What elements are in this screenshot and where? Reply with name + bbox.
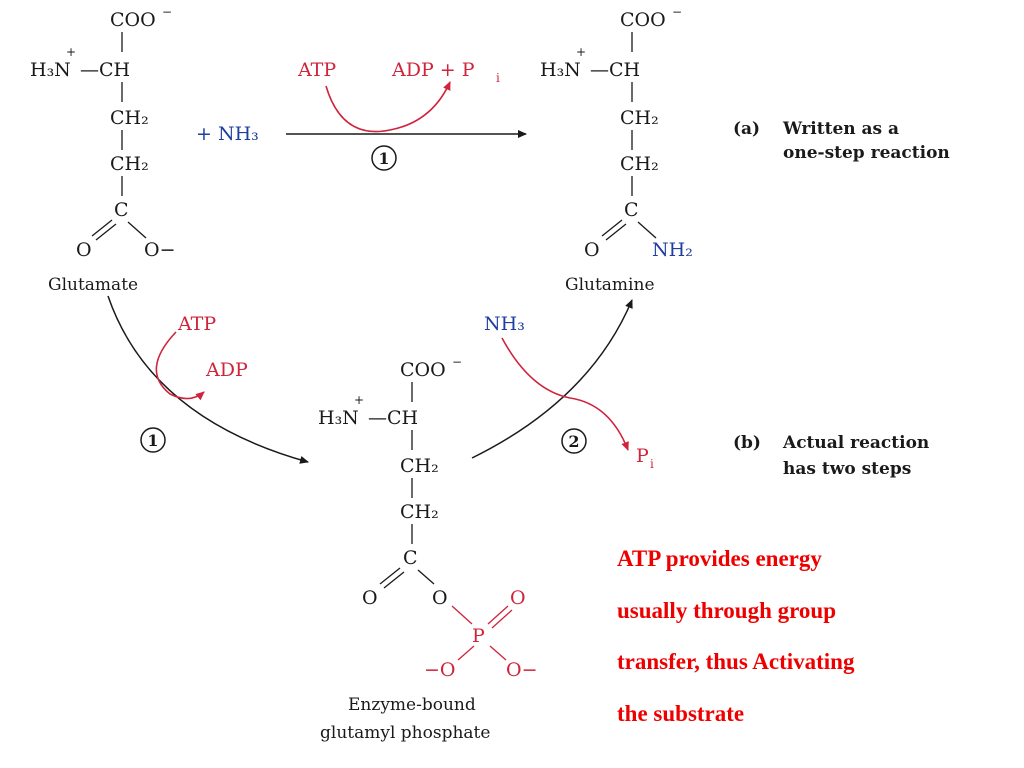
reaction-a-atp: ATP <box>297 59 336 81</box>
glutamine-ch2-a: CH₂ <box>620 107 659 129</box>
reaction-a-step-number: 1 <box>378 149 389 168</box>
label-a-line2: one-step reaction <box>783 143 950 163</box>
intermediate-o-link: O <box>432 587 448 609</box>
reaction-b-adp: ADP <box>205 359 248 381</box>
atp-note-line4: the substrate <box>617 700 745 726</box>
reaction-a: ATP ADP + P i + NH₃ 1 <box>196 59 527 171</box>
intermediate-label-line1: Enzyme-bound <box>348 695 476 715</box>
glutamine-n-charge: + <box>576 45 586 59</box>
reaction-b-step2-number: 2 <box>568 432 579 451</box>
intermediate-ch2-a: CH₂ <box>400 455 439 477</box>
label-b-letter: (b) <box>733 433 761 453</box>
reaction-b-nh3: NH₃ <box>484 313 525 335</box>
glutamate-o-right: O− <box>144 239 176 261</box>
atp-note: ATP provides energy usually through grou… <box>617 533 1017 739</box>
glutamate-ch: —CH <box>80 59 130 81</box>
glutamate-label: Glutamate <box>48 275 138 295</box>
intermediate-o-bottom-right: O− <box>506 659 538 681</box>
glutamate-ch2-a: CH₂ <box>110 107 149 129</box>
label-a-letter: (a) <box>733 119 760 139</box>
label-a-line1: Written as a <box>782 119 899 139</box>
intermediate-ch: —CH <box>368 407 418 429</box>
glutamate-ch2-b: CH₂ <box>110 153 149 175</box>
reaction-b-step1-number: 1 <box>147 431 158 450</box>
reaction-b-atp: ATP <box>177 313 216 335</box>
reaction-b-step1-arrow <box>107 295 309 464</box>
glutamate-o-left: O <box>76 239 92 261</box>
label-b-line1: Actual reaction <box>782 433 929 453</box>
glutamine-h3n: H₃N <box>540 59 581 81</box>
glutamine-o: O <box>584 239 600 261</box>
intermediate-h3n: H₃N <box>318 407 359 429</box>
reaction-b-pi-arc <box>501 337 629 451</box>
reaction-a-atp-arc <box>325 81 451 133</box>
reaction-b-step2-badge <box>561 428 587 454</box>
glutamate-n-charge: + <box>66 45 76 59</box>
glutamate-structure: COO − H₃N + —CH CH₂ CH₂ C O O− Glutamate <box>30 5 176 295</box>
intermediate-coo-charge: − <box>452 355 462 369</box>
glutamine-label: Glutamine <box>565 275 655 295</box>
reaction-a-step-badge <box>371 145 397 171</box>
reaction-b-step1: ATP ADP 1 <box>107 295 309 464</box>
glutamine-ch: —CH <box>590 59 640 81</box>
glutamine-nh2: NH₂ <box>652 239 693 261</box>
glutamine-ch2-b: CH₂ <box>620 153 659 175</box>
reaction-b-pi: P <box>636 445 649 467</box>
intermediate-ch2-b: CH₂ <box>400 501 439 523</box>
intermediate-phosphorus: P <box>472 625 485 647</box>
glutamate-carbon: C <box>114 199 129 221</box>
intermediate-coo: COO <box>400 359 446 381</box>
intermediate-n-charge: + <box>354 393 364 407</box>
reaction-b-pi-sub: i <box>650 457 654 471</box>
atp-note-line3: transfer, thus Activating <box>617 649 855 674</box>
intermediate-o-bottom-left: −O <box>424 659 456 681</box>
glutamine-coo-charge: − <box>672 5 682 19</box>
reaction-b-step2: NH₃ P i 2 <box>471 299 654 471</box>
reaction-b-atp-arc <box>155 331 205 401</box>
reaction-a-nh3: + NH₃ <box>196 123 259 145</box>
intermediate-o-carbonyl: O <box>362 587 378 609</box>
label-b: (b) Actual reaction has two steps <box>733 433 929 479</box>
glutamine-structure: COO − H₃N + —CH CH₂ CH₂ C O NH₂ Glutamin… <box>540 5 693 295</box>
label-a: (a) Written as a one-step reaction <box>733 119 950 163</box>
reaction-b-step1-badge <box>140 427 166 453</box>
reaction-b-step2-arrow <box>471 299 633 459</box>
glutamine-coo: COO <box>620 9 666 31</box>
glutamate-coo: COO <box>110 9 156 31</box>
reaction-a-adp-pi: ADP + P <box>391 59 475 81</box>
glutamyl-phosphate-structure: COO − H₃N + —CH CH₂ CH₂ C O O P O −O O− … <box>318 355 538 743</box>
glutamate-coo-charge: − <box>162 5 172 19</box>
intermediate-carbon: C <box>403 547 418 569</box>
label-b-line2: has two steps <box>783 459 911 479</box>
glutamine-carbon: C <box>624 199 639 221</box>
intermediate-o-top: O <box>510 587 526 609</box>
intermediate-label-line2: glutamyl phosphate <box>320 723 490 743</box>
atp-note-line2: usually through group <box>617 597 837 623</box>
atp-note-line1: ATP provides energy <box>617 546 822 571</box>
reaction-a-pi-sub: i <box>496 71 500 85</box>
glutamate-h3n: H₃N <box>30 59 71 81</box>
